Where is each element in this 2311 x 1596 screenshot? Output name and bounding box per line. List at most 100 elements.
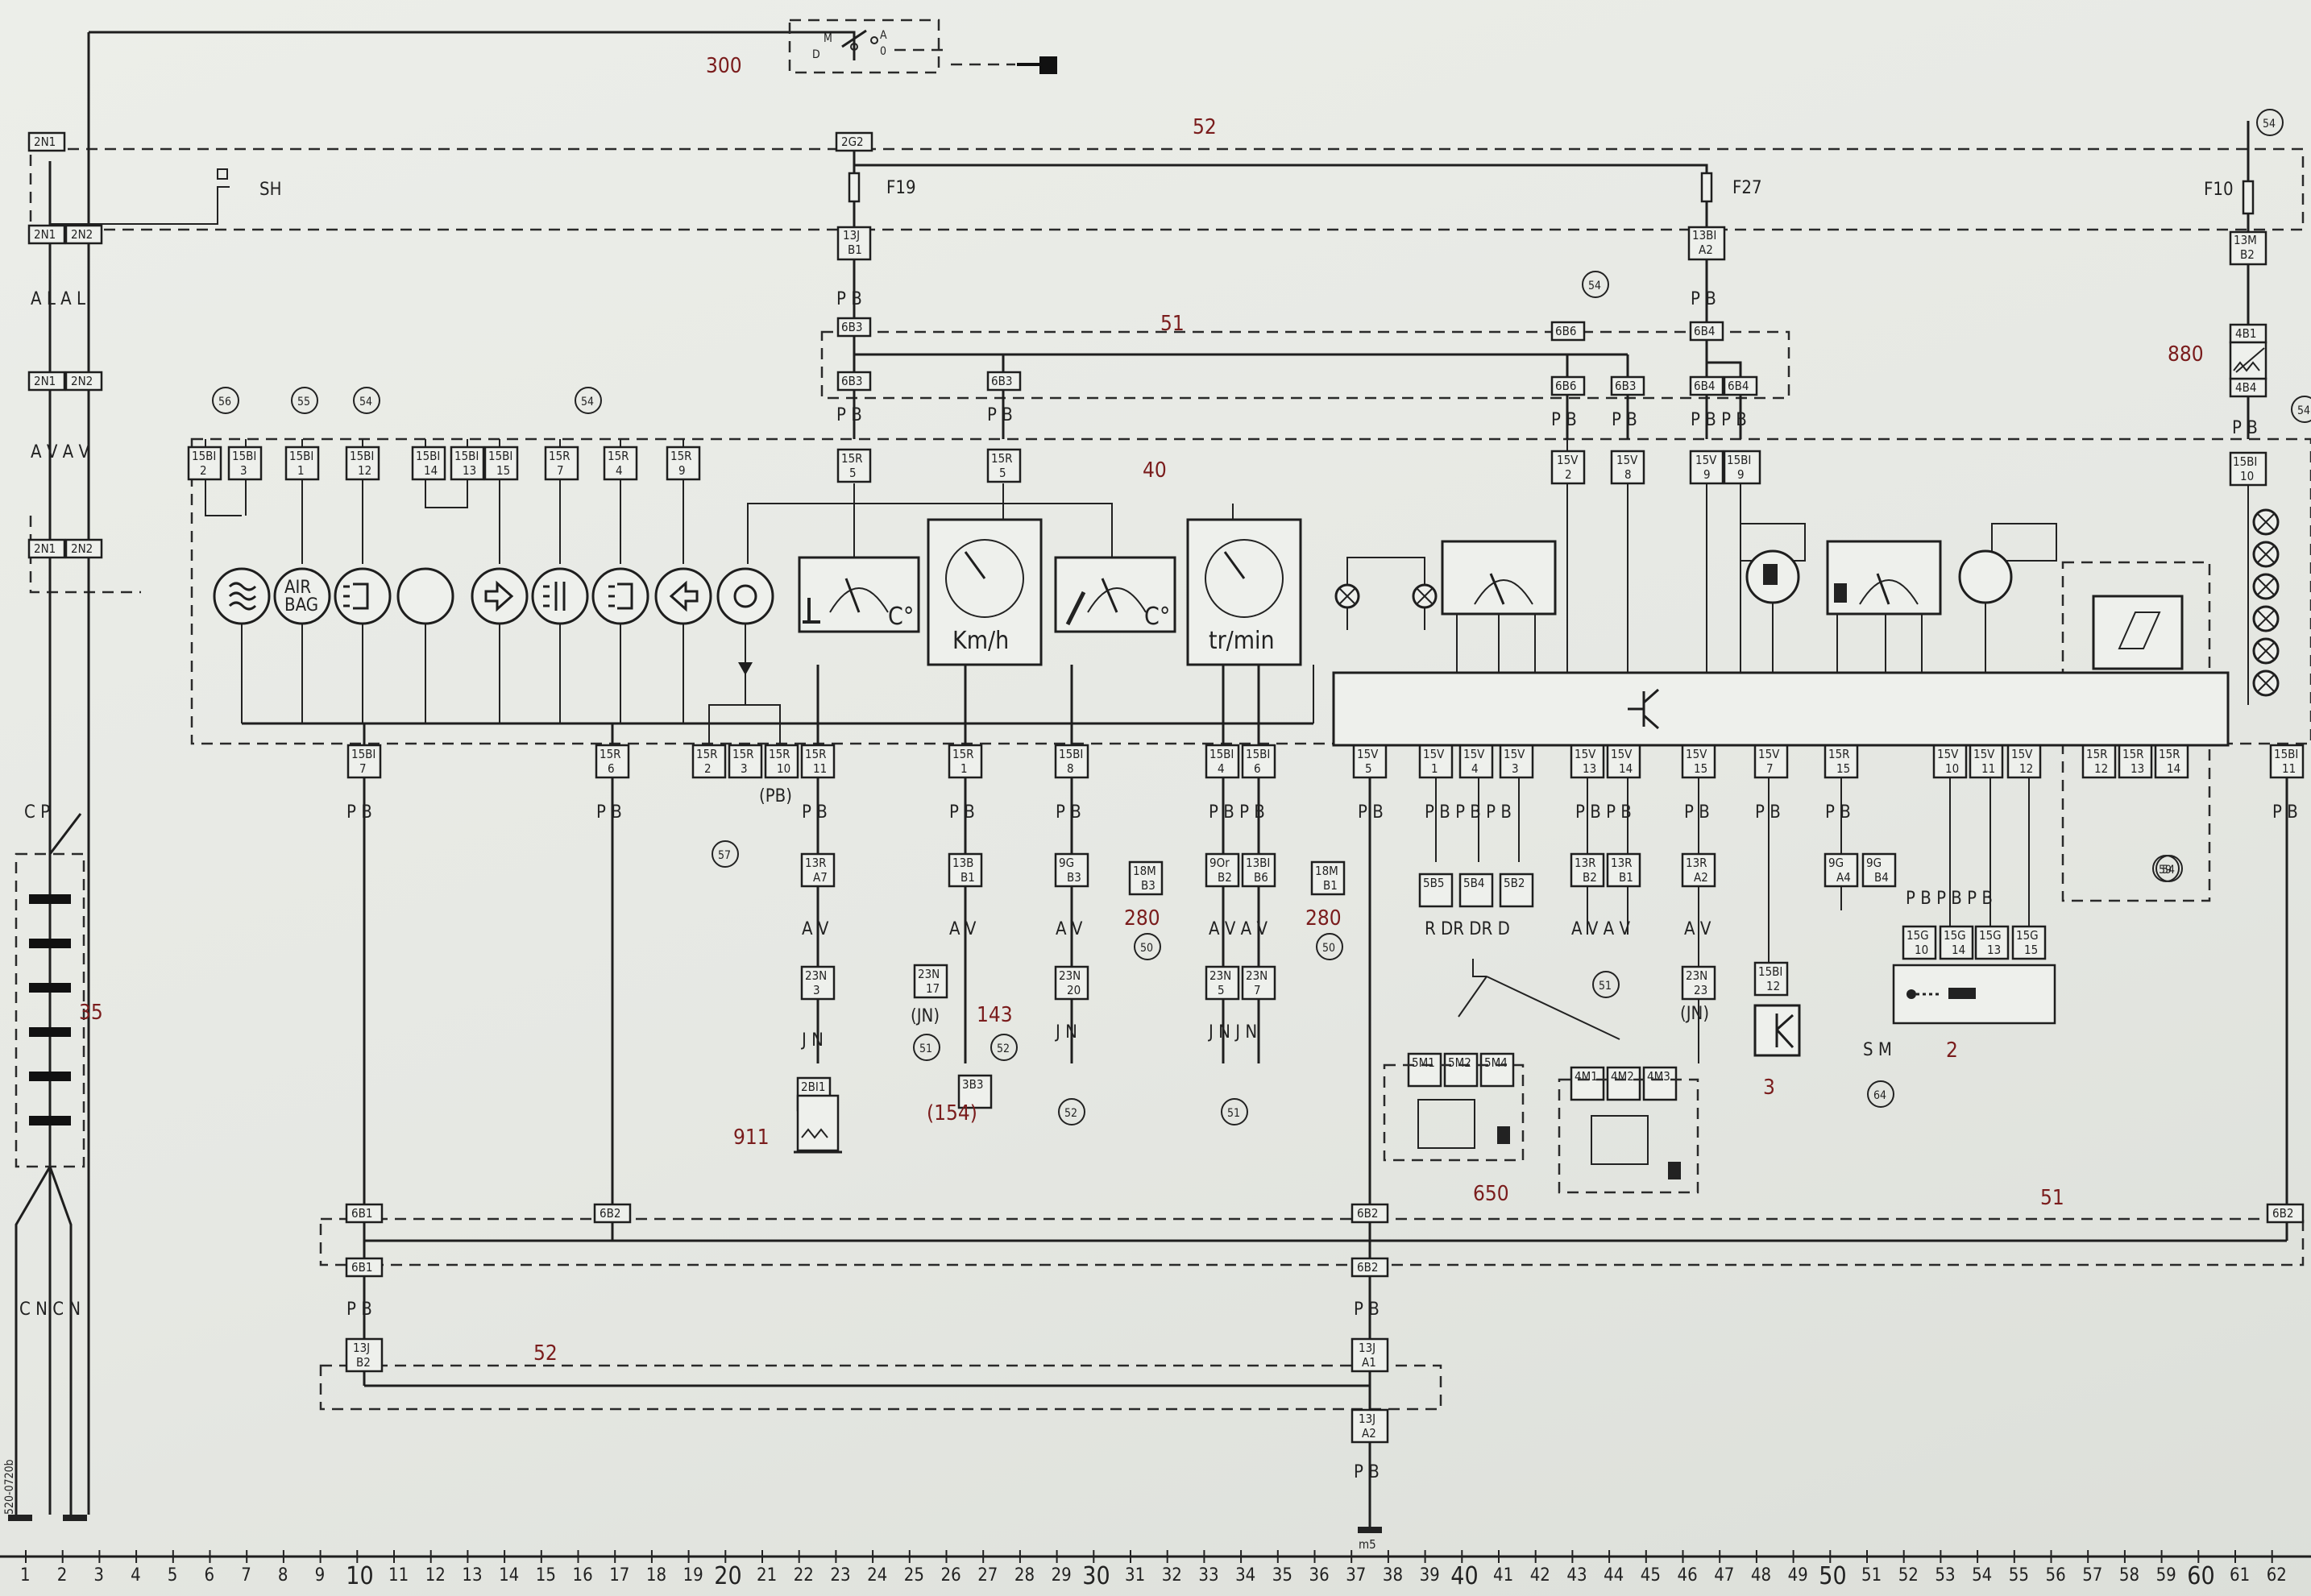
switch-pos-m: M: [824, 32, 832, 45]
reference-badge-2: 55: [291, 387, 318, 414]
tacho-source-right: 280: [1305, 906, 1342, 931]
reference-badge-14-text: 52: [1064, 1107, 1077, 1120]
fuel-pump-icon-2: [1834, 583, 1847, 603]
bottom-pin-14-connector: 15V: [1504, 747, 1525, 761]
fuel-pump-icon-4: [1668, 1162, 1681, 1179]
speedometer-unit: Km/h: [952, 627, 1009, 655]
battery-code: 35: [79, 1001, 103, 1025]
ignition-switch-frame: [788, 19, 940, 74]
lower-conn-1-pin: A7: [813, 870, 828, 885]
oil-temp-unit: C°: [1144, 603, 1170, 631]
fuel-level-gauge: [1441, 540, 1557, 677]
conn-15V8: 15V: [1616, 453, 1638, 467]
bottom-pin-9-connector: 15BI: [1209, 747, 1234, 761]
conn-15V2: 15V: [1557, 453, 1579, 467]
top-pin-6-pin: 13: [463, 463, 476, 478]
lower-conn-3-connector: 2BI1: [801, 1080, 825, 1094]
bottom-pin-14-pin: 3: [1512, 761, 1519, 776]
lower-conn-19-pin: B1: [1619, 870, 1633, 885]
bottom-pin-11-pin: 5: [1365, 761, 1372, 776]
battery-cell-1: [29, 872, 71, 904]
switch-blade: [841, 29, 867, 48]
wire-colour-pb-f19: P B: [836, 289, 862, 309]
transistor-icon: [1628, 688, 1659, 730]
axis-number-46: 46: [1678, 1565, 1698, 1586]
wire-colour-pb-13ja2: P B: [1354, 1462, 1380, 1482]
axis-number-59: 59: [2156, 1565, 2176, 1586]
reference-badge-18-text: 64: [1873, 1089, 1886, 1102]
wire-colour-pb-6b1: P B: [346, 1300, 372, 1320]
lamp-glyph-3: [343, 582, 369, 610]
axis-number-14: 14: [499, 1565, 519, 1586]
reference-badge-15-text: 51: [1599, 980, 1612, 993]
wire-colour-jnjn-tacho: J N J N: [1207, 1022, 1257, 1043]
wire-colour-al: A L A L: [31, 289, 85, 309]
conn-6B4-c: 6B4: [1728, 379, 1749, 393]
reference-badge-10-text: 52: [997, 1043, 1010, 1055]
wire-colour-av-15v15: A V: [1684, 919, 1711, 939]
bottom-pin-25-connector: 15R: [2159, 747, 2180, 761]
conn-4B4: 4B4: [2235, 380, 2256, 395]
axis-number-41: 41: [1493, 1565, 1513, 1586]
conn-2N2-b: 2N2: [71, 227, 93, 242]
axis-number-5: 5: [168, 1565, 178, 1586]
wire-colour-jn-coolant: J N: [800, 1030, 824, 1051]
bottom-pin-24-connector: 15R: [2122, 747, 2144, 761]
axis-number-1: 1: [20, 1565, 31, 1586]
axis-number-31: 31: [1125, 1565, 1145, 1586]
fuel-gauge-2: [1826, 540, 1942, 677]
bottom-pin-20-pin: 10: [1945, 761, 1959, 776]
axis-number-49: 49: [1788, 1565, 1808, 1586]
wire-colour-pb-15v7: P B: [1755, 802, 1781, 823]
fuse-f27-label: F27: [1732, 178, 1762, 198]
conn-6B1-b: 6B1: [351, 1260, 372, 1275]
wire-colour-pb-6b3: P B: [836, 405, 862, 425]
lower-conn-14-connector: 23N: [1246, 968, 1268, 983]
conn-15BI10: 15BI: [2233, 454, 2257, 469]
bottom-pin-21-connector: 15V: [1973, 747, 1995, 761]
wire-shunt: [50, 186, 230, 225]
conn-6B4-b: 6B4: [1694, 379, 1715, 393]
axis-number-54: 54: [1972, 1565, 1992, 1586]
lower-conn-13-connector: 23N: [1209, 968, 1231, 983]
zone-label-40: 40: [1143, 458, 1167, 483]
fuse-f10-body: [2242, 180, 2255, 215]
reference-badge-7: 54: [2291, 396, 2311, 423]
conn-15V9: 15V: [1695, 453, 1717, 467]
lower-conn-8-connector: 23N: [1059, 968, 1081, 983]
bottom-pin-7-pin: 1: [960, 761, 968, 776]
ignition-switch-code: 300: [706, 54, 742, 78]
bottom-pin-12-pin: 1: [1431, 761, 1438, 776]
lower-conn-16-connector: 5B4: [1463, 876, 1484, 890]
switch-pos-0: 0: [880, 45, 886, 58]
wire-colour-pb-f27: P B: [1691, 289, 1716, 309]
wire-colour-av-speedo: A V: [949, 919, 977, 939]
reference-badge-17-text: 54: [2162, 864, 2175, 877]
conn-13J-B1: B1: [848, 243, 862, 257]
reference-badge-5: 54: [2256, 109, 2284, 136]
bottom-pin-22-connector: 15V: [2011, 747, 2033, 761]
lower-conn-21-pin: 23: [1694, 983, 1707, 997]
bottom-pin-22-pin: 12: [2019, 761, 2033, 776]
battery-cell-3: [29, 960, 71, 993]
axis-number-10: 10: [346, 1562, 373, 1590]
top-pin-1-pin: 2: [200, 463, 207, 478]
fuse-f10-label: F10: [2204, 180, 2234, 200]
